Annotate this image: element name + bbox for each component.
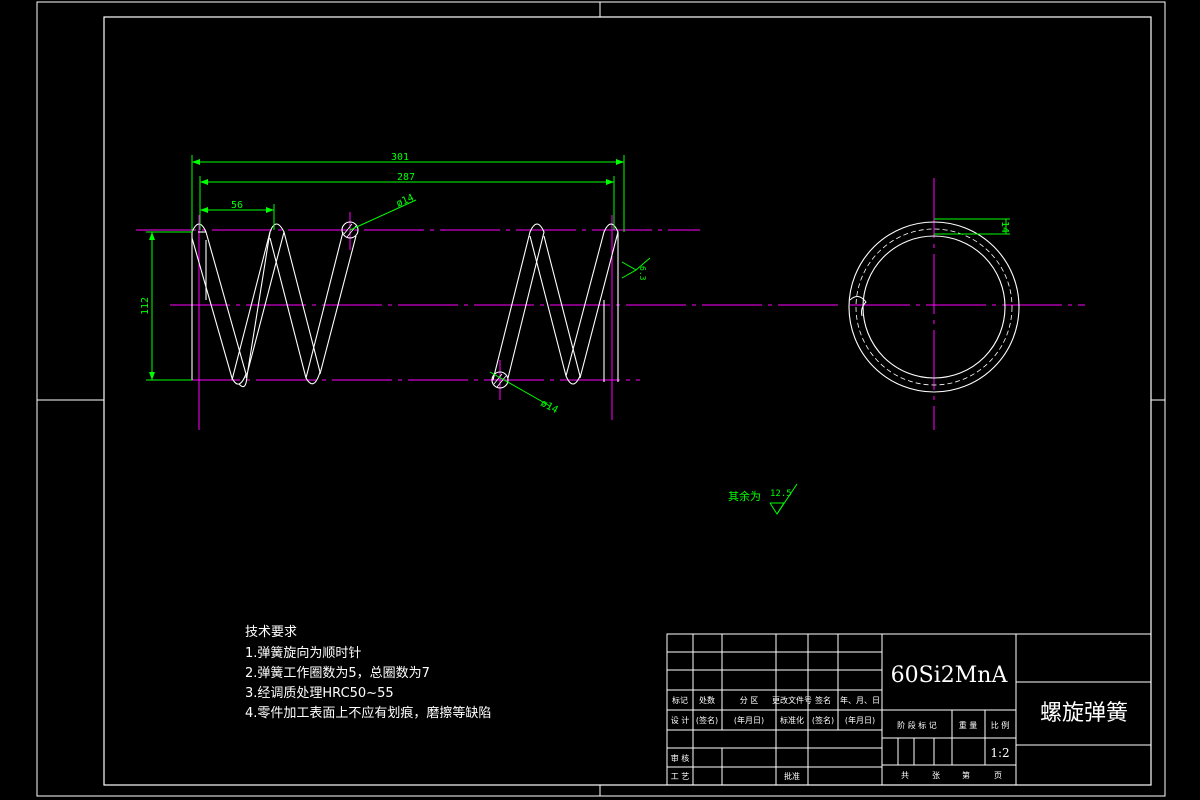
header-cell: 处数: [699, 695, 715, 705]
dim-overall-length: 301: [391, 152, 409, 163]
design-cell: (签名): [696, 715, 718, 725]
sheet-label: 第: [962, 770, 970, 780]
dimension-arrows: [149, 159, 624, 380]
section-hatch: [343, 223, 507, 388]
tech-item: 2.弹簧工作圈数为5，总圈数为7: [245, 665, 430, 681]
sheet-label: 页: [994, 771, 1002, 780]
weight-label: 重 量: [959, 720, 978, 730]
design-cell: (年月日): [734, 715, 764, 725]
header-cell: 年、月、日: [840, 695, 880, 705]
dim-height: 112: [140, 297, 151, 315]
tech-item: 1.弹簧旋向为顺时针: [245, 645, 361, 661]
tech-item: 3.经调质处理HRC50~55: [245, 686, 394, 701]
surface-note-value: 12.5: [770, 489, 792, 499]
material-text: 60Si2MnA: [891, 663, 1009, 688]
design-cell: (签名): [812, 715, 834, 725]
tech-title: 技术要求: [245, 625, 297, 640]
sheet-label: 共: [901, 771, 909, 780]
scale-label: 比 例: [991, 720, 1010, 730]
dim-inner-length: 287: [397, 172, 415, 183]
tech-item: 4.零件加工表面上不应有划痕，磨擦等缺陷: [245, 705, 491, 721]
center-lines: [136, 178, 1085, 430]
scale-value: 1:2: [990, 746, 1009, 760]
header-cell: 标记: [672, 695, 688, 705]
spring-end-view: [848, 221, 1020, 393]
dimension-lines: [146, 155, 1010, 515]
tech-requirements: 技术要求 1.弹簧旋向为顺时针 2.弹簧工作圈数为5，总圈数为7 3.经调质处理…: [245, 625, 491, 721]
dim-roughness: 6.3: [638, 266, 647, 281]
title-block-texts: 标记 处数 分 区 更改文件号 签名 年、月、日 设 计 (签名) (年月日) …: [671, 695, 1010, 781]
approve-label: 批准: [784, 771, 800, 781]
design-cell: 设 计: [671, 715, 690, 725]
part-name: 螺旋弹簧: [1040, 701, 1128, 726]
sheet-label: 张: [932, 771, 940, 780]
surface-note-label: 其余为: [728, 489, 761, 503]
dim-section-width: 14: [999, 221, 1010, 233]
spring-side-view: [191, 221, 619, 389]
stage-label: 阶 段 标 记: [897, 720, 937, 730]
header-cell: 分 区: [740, 696, 759, 705]
dim-wire-bottom: ø14: [539, 398, 560, 416]
header-cell: 更改文件号: [772, 695, 812, 705]
title-block-grid: [666, 633, 1152, 786]
dim-wire-top: ø14: [395, 192, 416, 209]
sheet-border: [36, 1, 1166, 797]
review-label: 审 核: [671, 753, 690, 763]
dim-pitch: 56: [231, 200, 243, 211]
design-cell: 标准化: [780, 715, 804, 725]
header-cell: 签名: [815, 695, 831, 705]
design-cell: (年月日): [845, 715, 875, 725]
process-label: 工 艺: [671, 772, 690, 781]
